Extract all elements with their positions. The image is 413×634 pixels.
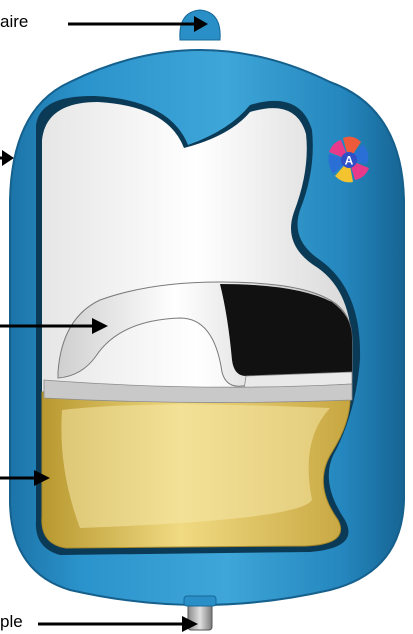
- air-valve-label: aire: [0, 12, 28, 32]
- right-arrow-icon: [38, 616, 198, 632]
- logo-letter: A: [345, 154, 354, 168]
- water-connection-label: ple: [0, 612, 23, 632]
- right-arrow-icon: [0, 150, 14, 166]
